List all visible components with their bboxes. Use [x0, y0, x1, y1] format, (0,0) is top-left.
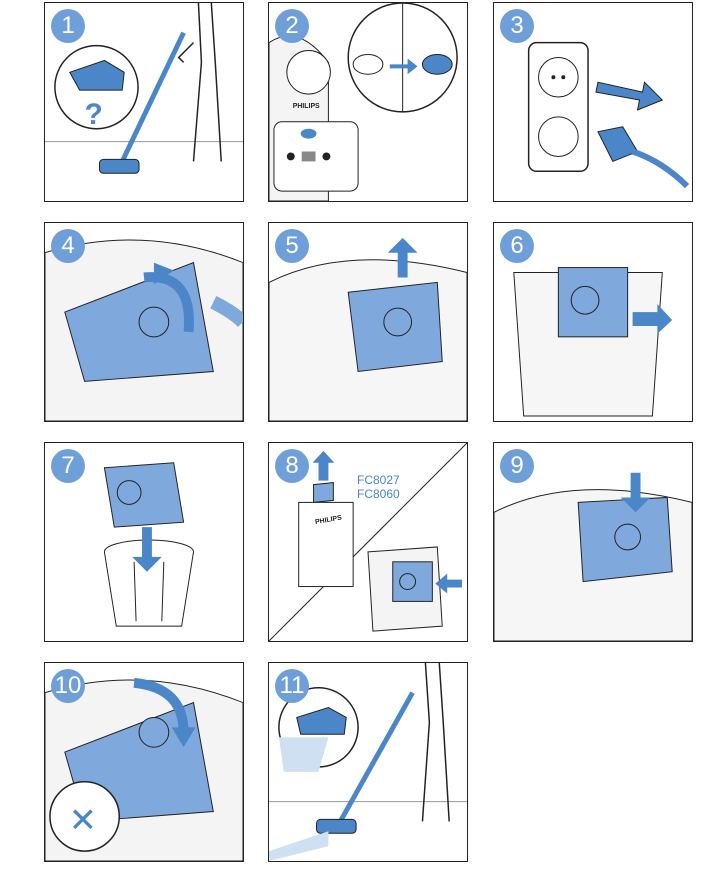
cross-mark: ✕: [69, 800, 97, 839]
model-codes: FC8027 FC8060: [357, 473, 400, 501]
step-number-badge: 10: [51, 669, 85, 703]
brand-label: PHILIPS: [293, 103, 320, 110]
model-code: FC8060: [357, 487, 400, 501]
step-number-badge: 8: [275, 449, 309, 483]
discard-bag-icon: [103, 462, 194, 627]
step-7-panel: 7: [44, 442, 244, 642]
step-number-badge: 9: [500, 449, 534, 483]
lift-holder-icon: [269, 237, 467, 421]
step-9-panel: 9: [493, 442, 693, 642]
model-code: FC8027: [357, 473, 400, 487]
step-number-badge: 6: [500, 229, 534, 263]
close-cover-icon: ✕: [45, 677, 243, 861]
step-8-panel: 8 FC8027 FC8060 PHILIPS: [268, 442, 468, 642]
step-number-badge: 5: [275, 229, 309, 263]
step-5-panel: 5: [268, 222, 468, 422]
unplug-icon: [527, 41, 690, 189]
step-11-panel: 11: [268, 662, 468, 862]
step-number-badge: 4: [51, 229, 85, 263]
brand-label: PHILIPS: [315, 515, 343, 527]
step-number-badge: 7: [51, 449, 85, 483]
step-3-panel: 3: [493, 2, 693, 202]
step-number-badge: 11: [275, 669, 309, 703]
vacuum-again-icon: [269, 663, 467, 861]
insert-holder-icon: [494, 472, 692, 641]
step-number-badge: 3: [500, 9, 534, 43]
step-1-panel: 1 ?: [44, 2, 244, 202]
question-mark: ?: [85, 98, 103, 131]
new-bag-icon: PHILIPS: [269, 443, 467, 641]
step-6-panel: 6: [493, 222, 693, 422]
step-10-panel: 10 ✕: [44, 662, 244, 862]
step-number-badge: 2: [275, 9, 309, 43]
step-2-panel: 2 PHILIPS: [268, 2, 468, 202]
bag-full-indicator-icon: PHILIPS: [269, 3, 458, 201]
step-number-badge: 1: [51, 9, 85, 43]
nozzle-question-icon: ?: [45, 3, 243, 174]
step-4-panel: 4: [44, 222, 244, 422]
remove-bag-icon: [513, 267, 673, 417]
